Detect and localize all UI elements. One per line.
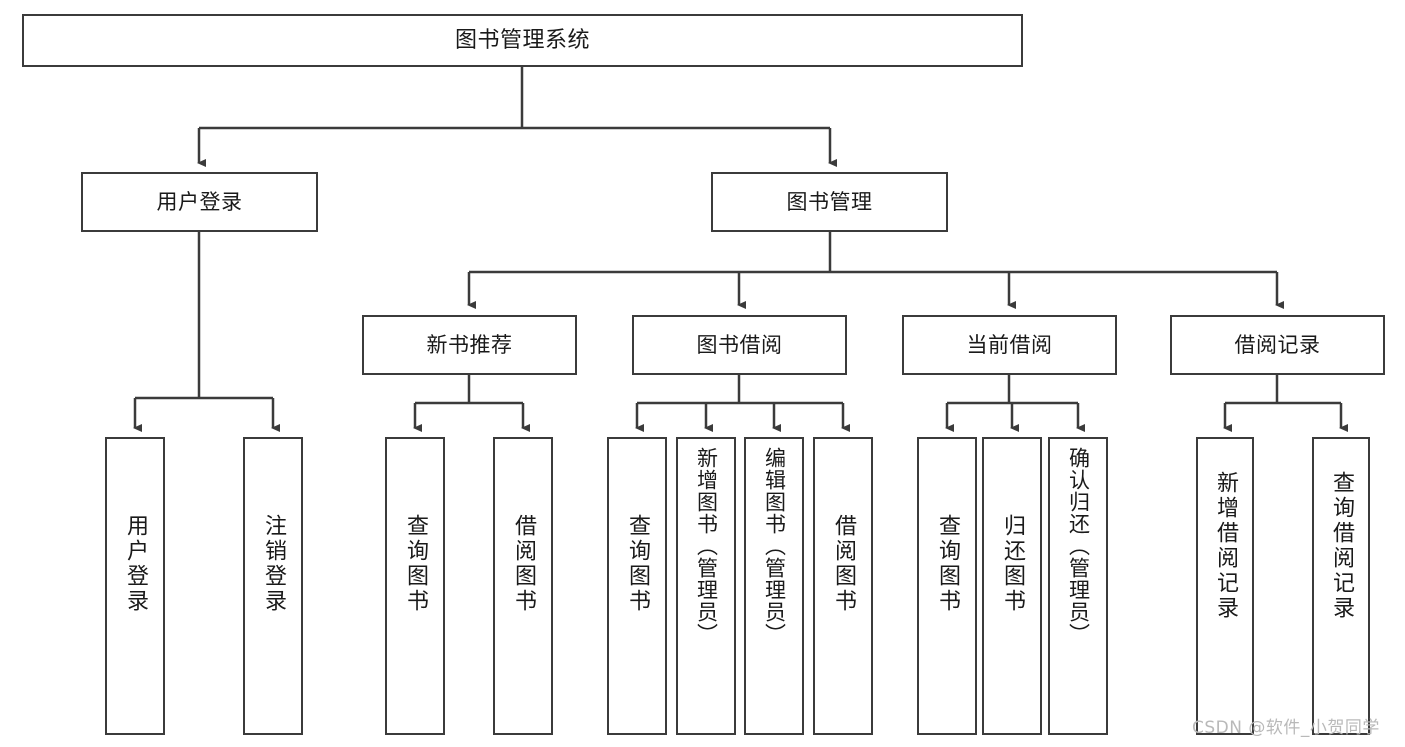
leaf-record-add-record[interactable]: 新增借阅记录: [1196, 437, 1254, 735]
leaf-borrow-add-book[interactable]: 新增图书（管理员）: [676, 437, 736, 735]
node-label: 归还图书: [1000, 514, 1025, 614]
node-label: 当前借阅: [966, 332, 1053, 357]
leaf-recommend-borrow-book[interactable]: 借阅图书: [493, 437, 553, 735]
node-label: 注销登录: [261, 514, 286, 614]
leaf-current-confirm-return[interactable]: 确认归还（管理员）: [1048, 437, 1108, 735]
leaf-user-login[interactable]: 用户登录: [105, 437, 165, 735]
leaf-record-query-record[interactable]: 查询借阅记录: [1312, 437, 1370, 735]
node-label: 图书借阅: [696, 332, 783, 357]
leaf-borrow-edit-book[interactable]: 编辑图书（管理员）: [744, 437, 804, 735]
node-label: 借阅图书: [831, 514, 856, 614]
node-new-book-recommend[interactable]: 新书推荐: [362, 315, 577, 375]
node-label: 图书管理: [786, 189, 873, 214]
node-label: 用户登录: [156, 189, 243, 214]
node-label: 新增借阅记录: [1213, 471, 1238, 621]
node-label: 用户登录: [123, 514, 148, 614]
node-label: 借阅图书: [511, 514, 536, 614]
node-label: 新增图书（管理员）: [694, 447, 719, 645]
node-book-management[interactable]: 图书管理: [711, 172, 948, 232]
node-label: 借阅记录: [1234, 332, 1321, 357]
node-label: 查询图书: [625, 514, 650, 614]
node-label: 查询图书: [935, 514, 960, 614]
node-book-borrow[interactable]: 图书借阅: [632, 315, 847, 375]
node-current-borrow[interactable]: 当前借阅: [902, 315, 1117, 375]
node-user-login[interactable]: 用户登录: [81, 172, 318, 232]
node-label: 新书推荐: [426, 332, 513, 357]
leaf-borrow-borrow-book[interactable]: 借阅图书: [813, 437, 873, 735]
leaf-current-query-book[interactable]: 查询图书: [917, 437, 977, 735]
node-label: 查询借阅记录: [1329, 471, 1354, 621]
node-label: 确认归还（管理员）: [1066, 447, 1091, 645]
leaf-recommend-query-book[interactable]: 查询图书: [385, 437, 445, 735]
node-book-management-system[interactable]: 图书管理系统: [22, 14, 1023, 67]
leaf-borrow-query-book[interactable]: 查询图书: [607, 437, 667, 735]
node-label: 编辑图书（管理员）: [762, 447, 787, 645]
node-label: 查询图书: [403, 514, 428, 614]
node-borrow-record[interactable]: 借阅记录: [1170, 315, 1385, 375]
leaf-logout[interactable]: 注销登录: [243, 437, 303, 735]
node-label: 图书管理系统: [454, 27, 590, 53]
leaf-current-return-book[interactable]: 归还图书: [982, 437, 1042, 735]
watermark: CSDN @软件_小贺同学: [1192, 718, 1380, 738]
